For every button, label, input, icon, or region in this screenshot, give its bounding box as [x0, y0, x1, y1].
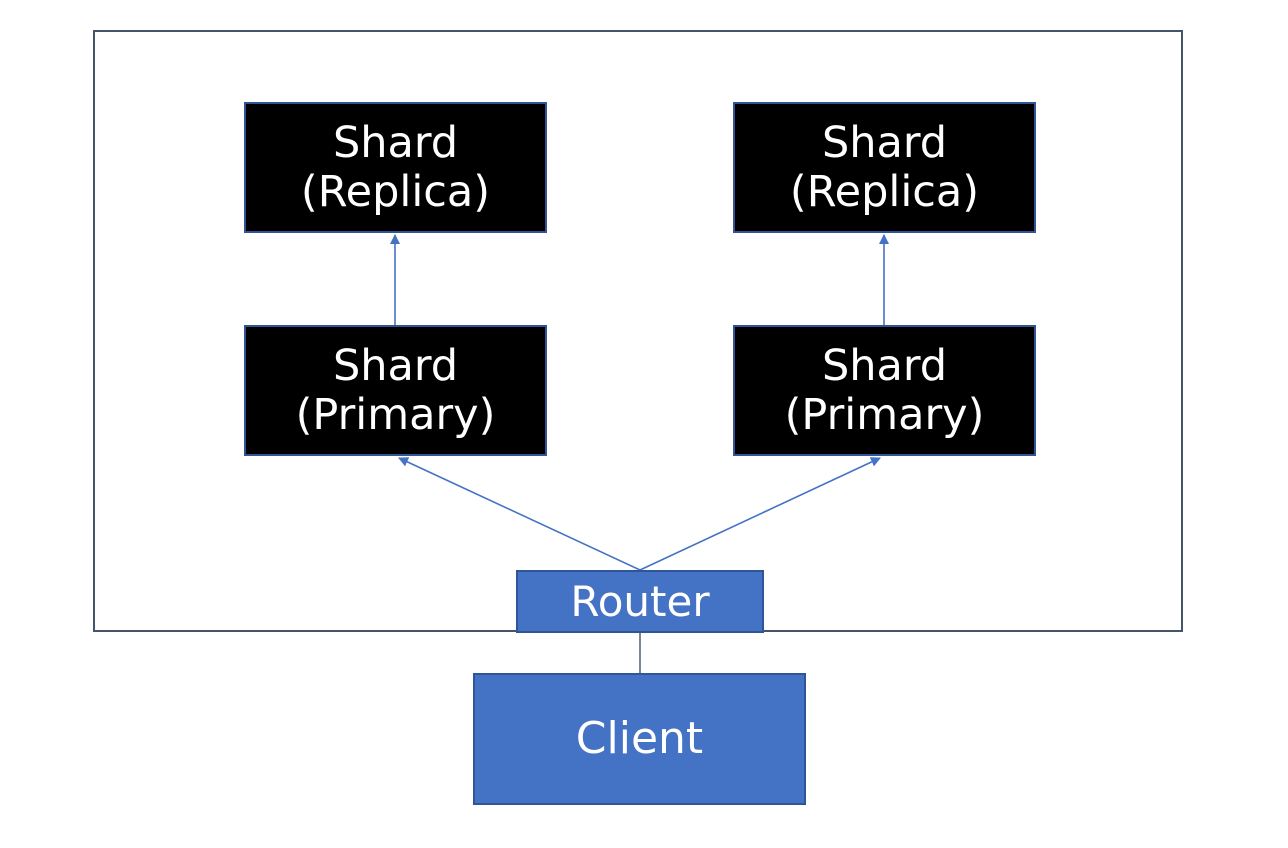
shard-primary-left-line2: (Primary) [295, 389, 496, 440]
shard-primary-right-line1: Shard [821, 341, 948, 392]
router-label: Router [570, 576, 710, 626]
shard-replica-left-line1: Shard [332, 118, 459, 169]
shard-replica-right-line2: (Replica) [789, 166, 980, 217]
client-node[interactable]: Client [473, 673, 806, 805]
shard-primary-left-line1: Shard [332, 341, 459, 392]
shard-replica-left[interactable]: Shard (Replica) [244, 102, 547, 233]
router-node[interactable]: Router [516, 570, 764, 633]
client-label: Client [575, 713, 704, 765]
shard-primary-right-line2: (Primary) [784, 389, 985, 440]
shard-replica-right-line1: Shard [821, 118, 948, 169]
edge-router-to-primary-left [398, 457, 641, 571]
shard-primary-left[interactable]: Shard (Primary) [244, 325, 547, 456]
edge-router-to-primary-right [639, 457, 881, 571]
shard-replica-left-line2: (Replica) [300, 166, 491, 217]
shard-primary-right[interactable]: Shard (Primary) [733, 325, 1036, 456]
shard-replica-right[interactable]: Shard (Replica) [733, 102, 1036, 233]
